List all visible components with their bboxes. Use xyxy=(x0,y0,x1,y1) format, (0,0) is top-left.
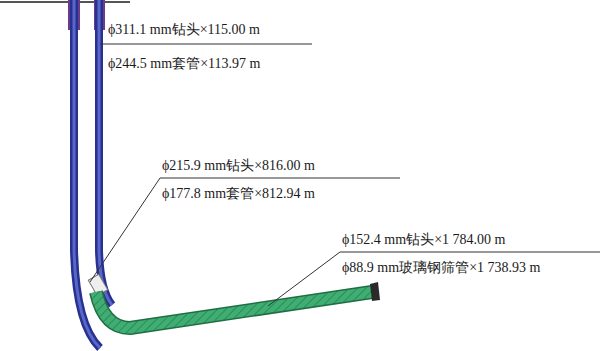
ground-line xyxy=(0,1,130,3)
dimension-label: ϕ311.1 mm钻头×115.00 m xyxy=(108,22,260,38)
leader-line xyxy=(90,178,160,282)
dimension-label: ϕ88.9 mm玻璃钢筛管×1 738.93 m xyxy=(342,260,540,276)
dimension-label: ϕ215.9 mm钻头×816.00 m xyxy=(162,158,315,174)
dimension-label: ϕ244.5 mm套管×113.97 m xyxy=(108,56,260,72)
leader-line xyxy=(100,44,312,45)
dimension-label: ϕ152.4 mm钻头×1 784.00 m xyxy=(342,232,505,248)
leader-line xyxy=(340,252,600,253)
screen-pipe xyxy=(96,292,372,328)
screen-end xyxy=(370,282,380,301)
screen-pipe xyxy=(96,292,372,328)
leader-line xyxy=(268,252,340,306)
leader-line xyxy=(160,178,400,179)
dimension-label: ϕ177.8 mm套管×812.94 m xyxy=(162,186,315,202)
